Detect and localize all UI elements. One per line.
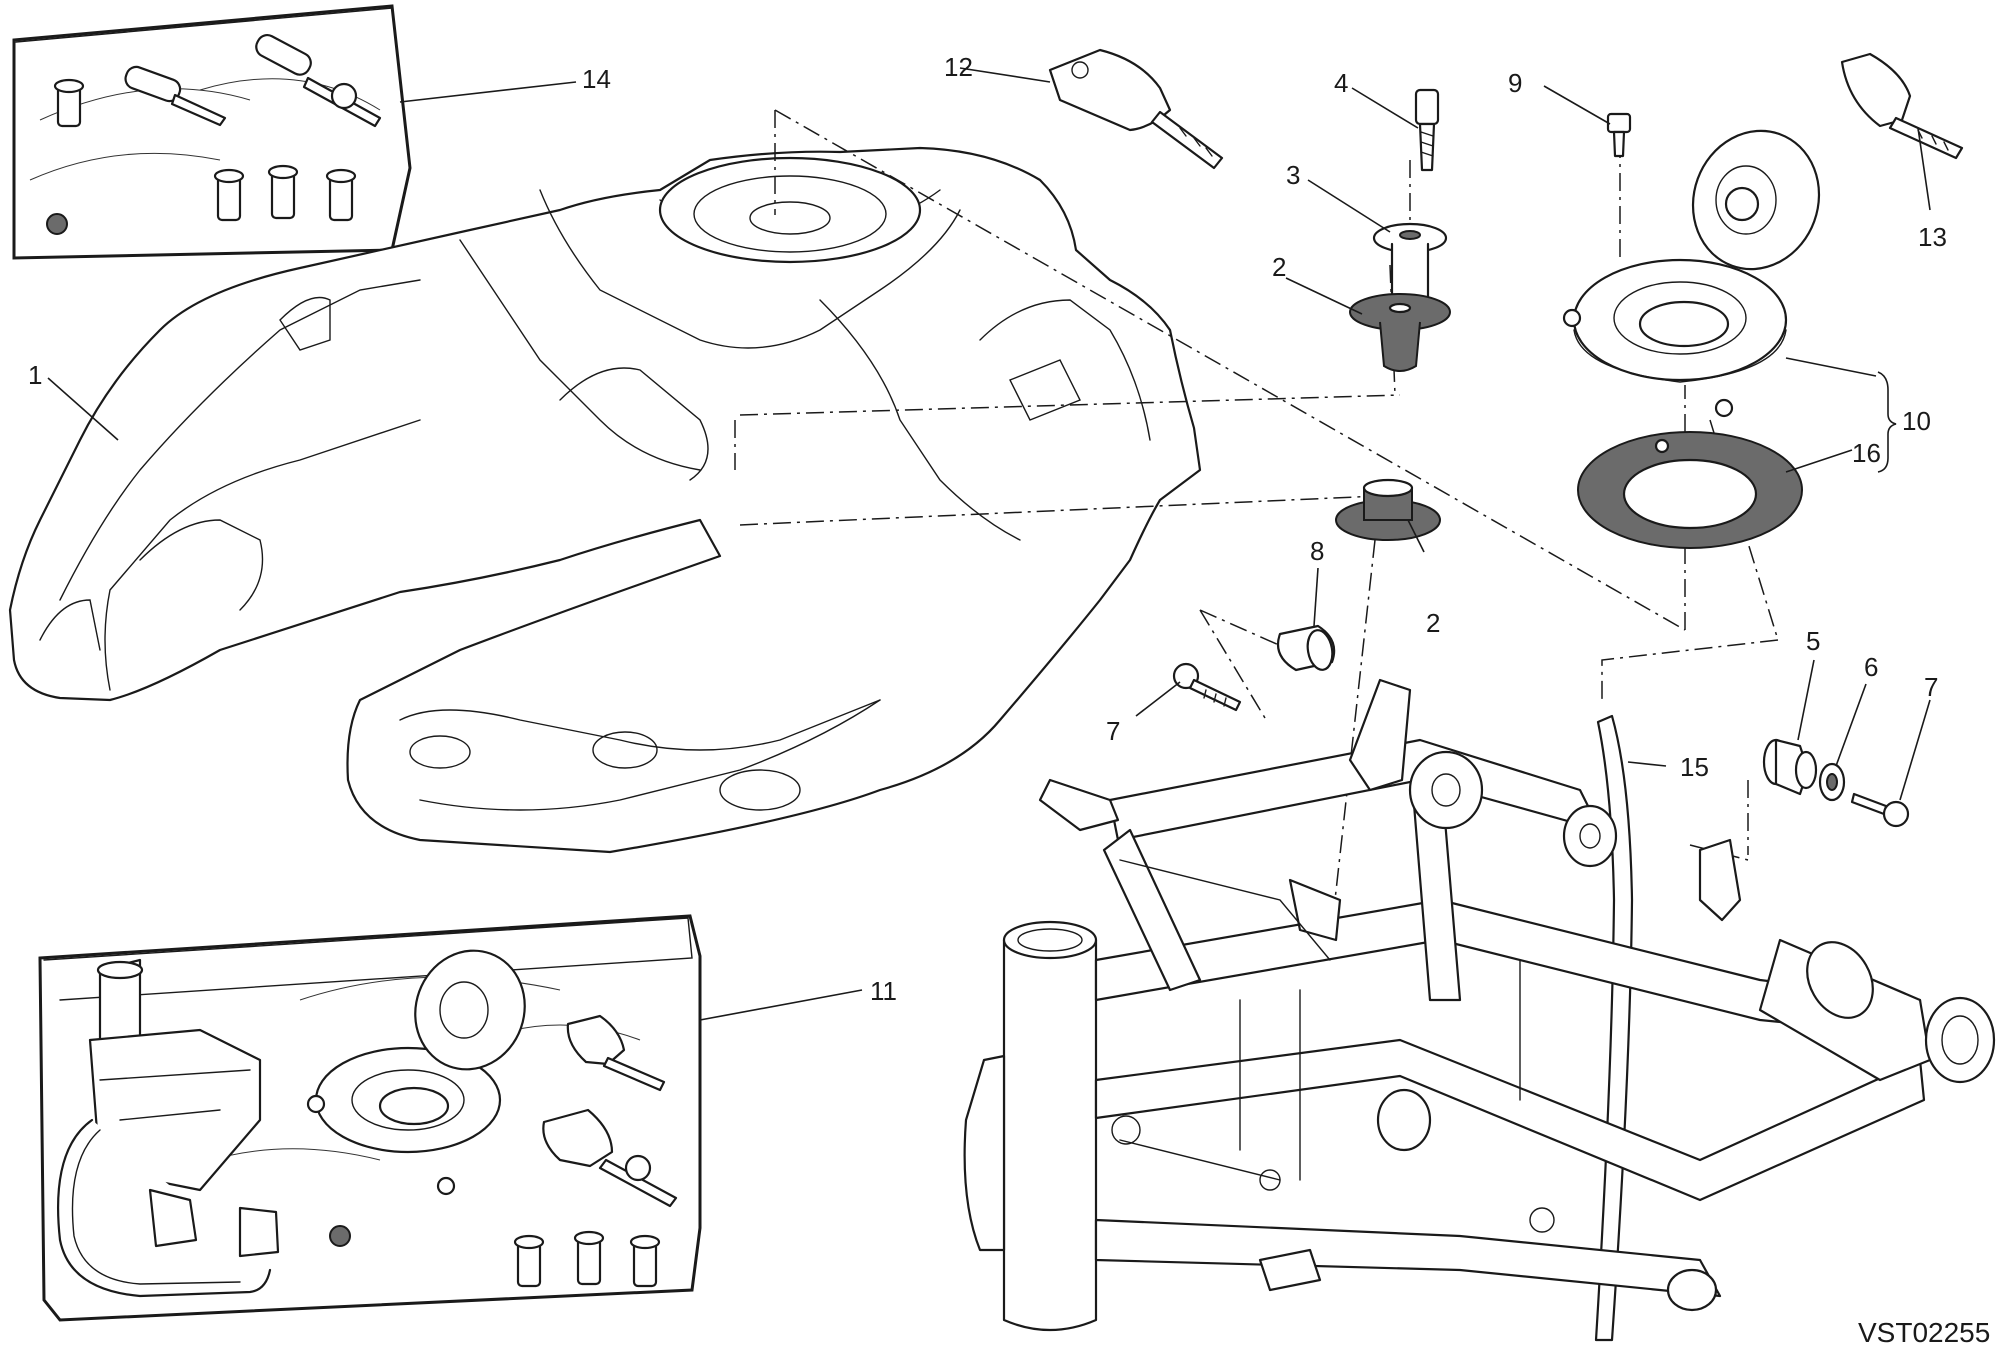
hose-15 (1594, 714, 1634, 1342)
callout-7: 7 (1924, 672, 1938, 702)
callout-10: 10 (1902, 406, 1931, 436)
washer-6 (1818, 762, 1846, 802)
grommet-2-lower (1335, 478, 1441, 541)
callout-labels: 1 2 2 3 4 5 6 7 7 8 9 10 11 12 13 14 15 … (28, 52, 1947, 1006)
fuel-tank (8, 146, 1202, 854)
leader-lines (47, 67, 1931, 1021)
screw-9 (1606, 112, 1632, 158)
grommet-2-upper (1349, 293, 1451, 372)
callout-12: 12 (944, 52, 973, 82)
lock-cylinder-icon (513, 1230, 661, 1288)
screw-7-left (1172, 662, 1242, 712)
callout-16: 16 (1852, 438, 1881, 468)
callout-2: 2 (1426, 608, 1440, 638)
callout-7: 7 (1106, 716, 1120, 746)
spacer-8 (1276, 624, 1336, 672)
callout-15: 15 (1680, 752, 1709, 782)
screw-7-right (1850, 792, 1910, 828)
inset-ignition-set-11 (38, 914, 702, 1322)
callout-9: 9 (1508, 68, 1522, 98)
callout-1: 1 (28, 360, 42, 390)
gasket-16 (1577, 431, 1803, 549)
key-icon (566, 1014, 666, 1092)
callout-2: 2 (1272, 252, 1286, 282)
callout-4: 4 (1334, 68, 1348, 98)
inset-lock-set-14 (12, 4, 412, 260)
frame (963, 678, 1996, 1332)
key-icon (124, 65, 227, 127)
bolt-4 (1414, 88, 1440, 172)
callout-6: 6 (1864, 652, 1878, 682)
assembly-lines (734, 109, 1779, 901)
callout-3: 3 (1286, 160, 1300, 190)
lock-cylinder-icon (213, 164, 357, 222)
callout-13: 13 (1918, 222, 1947, 252)
callout-8: 8 (1310, 536, 1324, 566)
filler-cap-10 (1562, 129, 1821, 418)
key-icon (542, 1108, 678, 1208)
callout-5: 5 (1806, 626, 1820, 656)
key-12 (1048, 48, 1224, 170)
callout-14: 14 (582, 64, 611, 94)
bush-5 (1762, 738, 1818, 796)
callout-11: 11 (870, 976, 897, 1006)
key-13 (1840, 52, 1964, 160)
diagram-code: VST02255 (1858, 1317, 1990, 1348)
